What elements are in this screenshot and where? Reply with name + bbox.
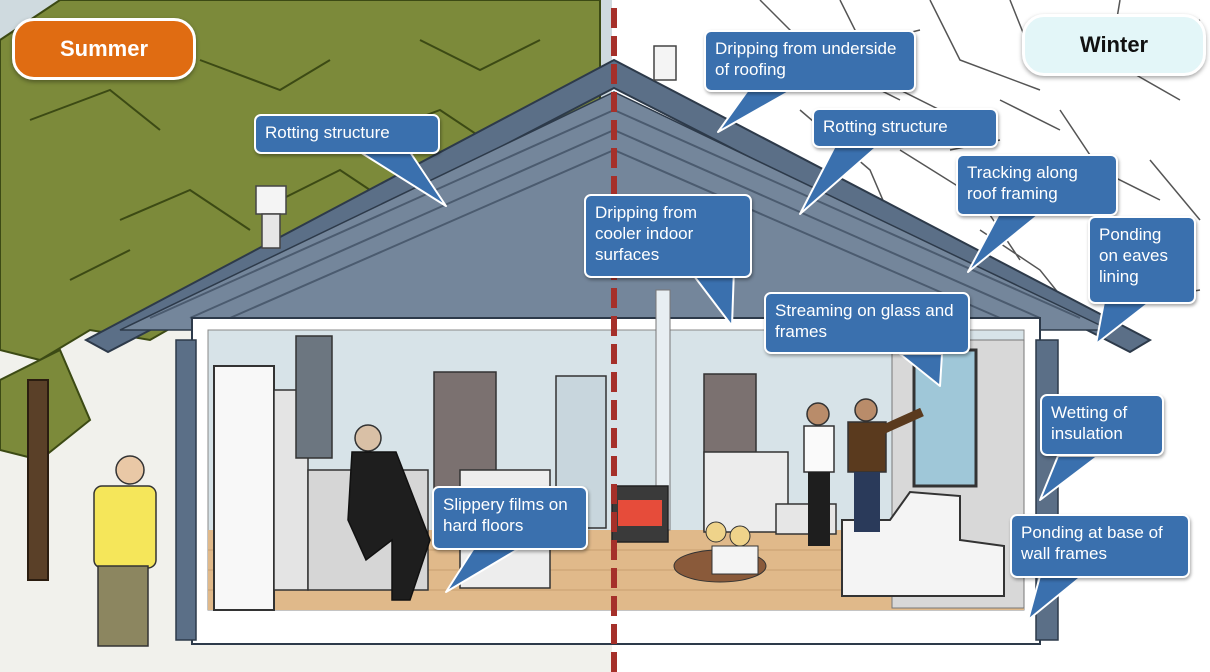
callout-streaming-glass-frames: Streaming on glass and frames	[764, 292, 970, 354]
callout-rotting-structure-summer: Rotting structure	[254, 114, 440, 154]
callout-dripping-underside-roofing: Dripping from underside of roofing	[704, 30, 916, 92]
callout-ponding-eaves-lining: Ponding on eaves lining	[1088, 216, 1196, 304]
callout-tracking-roof-framing: Tracking along roof framing	[956, 154, 1118, 216]
winter-badge: Winter	[1022, 14, 1206, 76]
callout-slippery-films: Slippery films on hard floors	[432, 486, 588, 550]
summer-badge: Summer	[12, 18, 196, 80]
callout-dripping-cooler-surfaces: Dripping from cooler indoor surfaces	[584, 194, 752, 278]
callout-ponding-base-wall-frames: Ponding at base of wall frames	[1010, 514, 1190, 578]
callout-rotting-structure-winter: Rotting structure	[812, 108, 998, 148]
callout-wetting-insulation: Wetting of insulation	[1040, 394, 1164, 456]
